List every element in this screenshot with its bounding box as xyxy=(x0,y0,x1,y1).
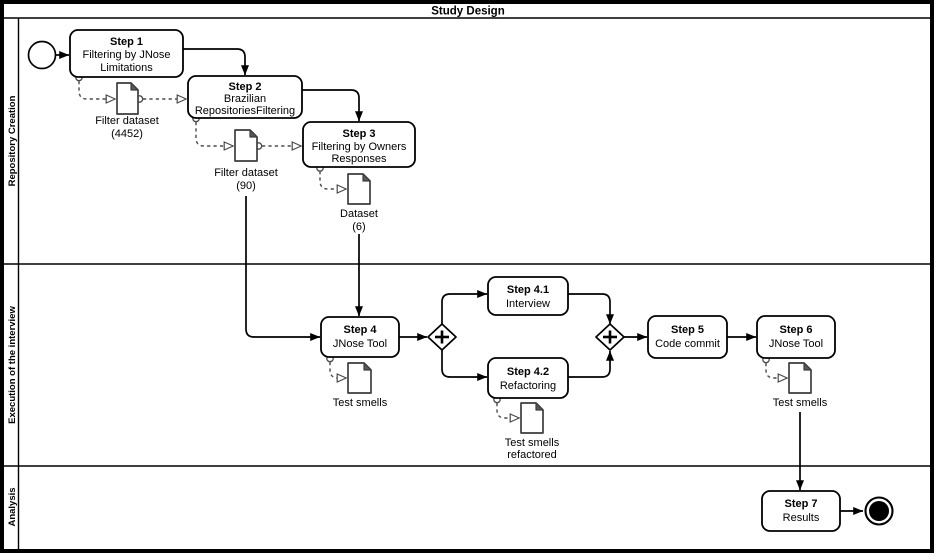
task-title: Step 5 xyxy=(671,324,704,336)
task-step1: Step 1 Filtering by JNose Limitations xyxy=(69,29,184,78)
data-object-label: Test smells xyxy=(505,437,560,449)
task-step4-1: Step 4.1 Interview xyxy=(487,276,569,316)
task-step2: Step 2 Brazilian RepositoriesFiltering xyxy=(187,75,303,119)
task-line: JNose Tool xyxy=(333,338,387,350)
task-title: Step 3 xyxy=(342,128,375,140)
task-title: Step 2 xyxy=(228,81,261,93)
assoc-step2-to-doc2 xyxy=(195,122,233,146)
task-title: Step 4 xyxy=(343,324,377,336)
assoc-step4-2-to-doc5 xyxy=(496,403,519,418)
document-fold-icon xyxy=(130,82,139,91)
task-line: Interview xyxy=(506,298,550,310)
task-step4-2: Step 4.2 Refactoring xyxy=(487,357,569,399)
document-fold-icon xyxy=(362,173,371,182)
task-line: Limitations xyxy=(100,62,153,74)
flow-step4-1-to-gateway2 xyxy=(568,293,614,325)
task-line: Filtering by Owners xyxy=(312,141,407,153)
task-title: Step 7 xyxy=(784,498,817,510)
pool-title: Study Design xyxy=(431,6,504,18)
document-icon xyxy=(234,129,258,162)
task-step6: Step 6 JNose Tool xyxy=(756,315,836,359)
data-object-test-smells-step6: Test smells xyxy=(773,362,828,409)
task-line: Results xyxy=(783,512,820,524)
task-line: RepositoriesFiltering xyxy=(195,105,295,117)
document-icon xyxy=(116,82,139,115)
task-line: Code commit xyxy=(655,338,720,350)
data-object-label: Dataset xyxy=(340,208,378,220)
parallel-gateway-join-icon xyxy=(595,323,625,351)
assoc-step6-to-doc6 xyxy=(765,363,787,378)
data-object-label: (4452) xyxy=(111,128,143,140)
task-line: Brazilian xyxy=(224,93,266,105)
task-step3: Step 3 Filtering by Owners Responses xyxy=(302,121,416,168)
start-event-icon xyxy=(27,40,57,70)
task-line: Refactoring xyxy=(500,380,556,392)
flow-step4-2-to-gateway2 xyxy=(568,350,614,378)
data-object-filter-dataset-90: Filter dataset (90) xyxy=(214,129,278,192)
data-object-label: Test smells xyxy=(773,397,828,409)
data-object-label: (6) xyxy=(352,221,365,233)
task-title: Step 4.2 xyxy=(507,366,549,378)
data-object-test-smells-refactored: Test smells refactored xyxy=(505,402,560,461)
end-event-icon xyxy=(864,496,894,526)
task-line: Responses xyxy=(331,153,387,165)
task-step7: Step 7 Results xyxy=(761,490,841,532)
flow-step1-to-step2 xyxy=(183,48,249,76)
task-title: Step 6 xyxy=(779,324,812,336)
task-line: JNose Tool xyxy=(769,338,823,350)
lane-label-execution-of-the-interview: Execution of the interview xyxy=(7,306,18,424)
task-line: Filtering by JNose xyxy=(82,49,170,61)
lane-label-repository-creation: Repository Creation xyxy=(7,95,18,186)
assoc-step4-to-doc4 xyxy=(329,362,346,378)
document-fold-icon xyxy=(363,362,372,371)
data-object-filter-dataset-4452: Filter dataset (4452) xyxy=(95,82,159,140)
data-object-label: refactored xyxy=(507,449,557,461)
data-object-dataset-6: Dataset (6) xyxy=(340,173,378,233)
lane-label-analysis: Analysis xyxy=(7,487,18,526)
document-fold-icon xyxy=(535,402,544,411)
data-object-test-smells-step4: Test smells xyxy=(333,362,388,409)
document-fold-icon xyxy=(249,129,258,138)
flow-gateway1-to-step4-1 xyxy=(441,290,488,324)
data-object-label: Filter dataset xyxy=(95,115,159,127)
flow-gateway1-to-step4-2 xyxy=(441,350,488,381)
task-title: Step 1 xyxy=(110,36,143,48)
data-object-label: (90) xyxy=(236,180,256,192)
flow-step2-to-step3 xyxy=(302,89,363,122)
task-step4: Step 4 JNose Tool xyxy=(320,316,400,358)
parallel-gateway-split-icon xyxy=(427,323,457,351)
data-object-label: Test smells xyxy=(333,397,388,409)
task-step5: Step 5 Code commit xyxy=(647,315,728,359)
document-fold-icon xyxy=(803,362,812,371)
task-title: Step 4.1 xyxy=(507,284,549,296)
flow-filter-dataset-90-to-step4 xyxy=(245,196,321,341)
data-object-label: Filter dataset xyxy=(214,167,278,179)
